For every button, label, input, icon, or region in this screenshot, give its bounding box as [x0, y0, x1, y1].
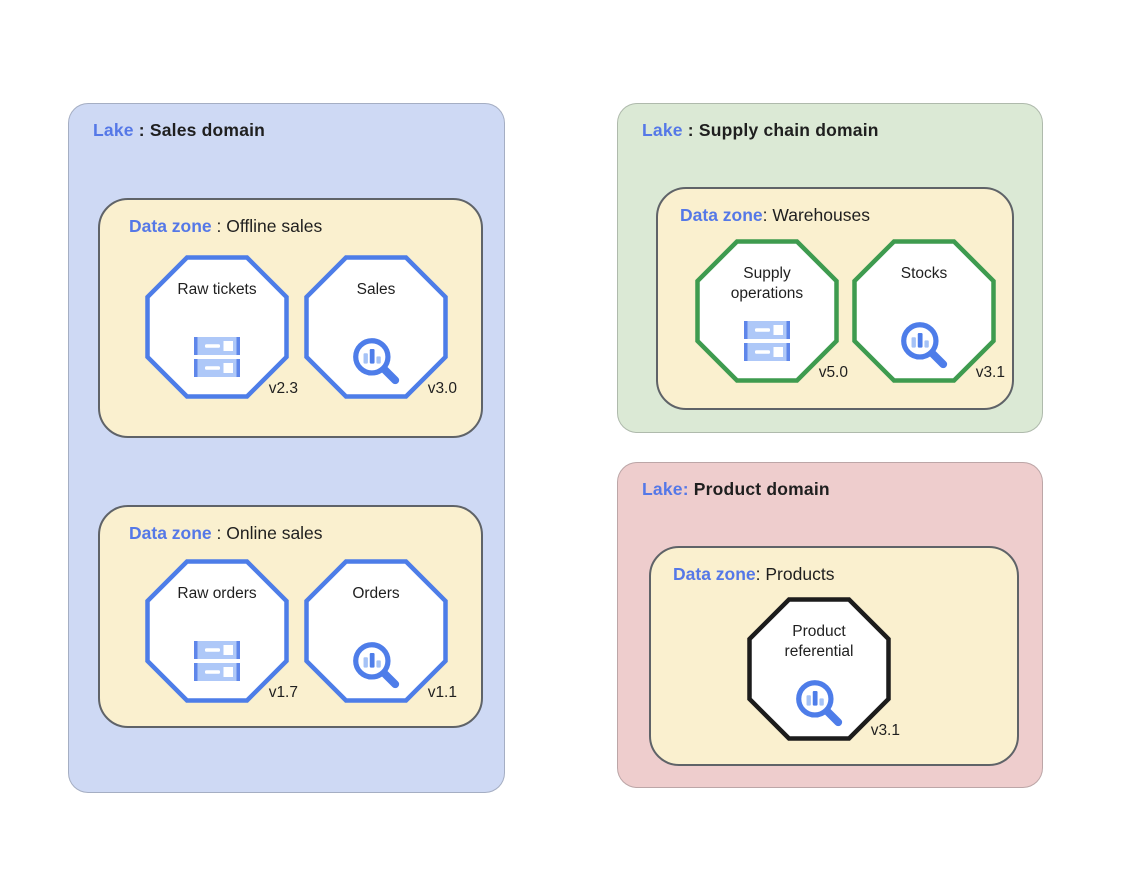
asset-name: Raw tickets	[177, 281, 257, 298]
lake-product-title: Lake: Product domain	[642, 479, 830, 500]
data-zone-label: Data zone	[129, 216, 212, 236]
search-analytics-icon	[350, 335, 402, 392]
asset-version: v1.7	[268, 684, 298, 701]
asset-raw-tickets: Raw tickets	[145, 255, 298, 399]
zone-offline-title: Data zone : Offline sales	[129, 216, 322, 237]
octagon-border	[304, 255, 448, 399]
storage-server-icon	[194, 337, 240, 382]
data-zone-label: Data zone	[129, 523, 212, 543]
octagon-outline	[145, 559, 289, 703]
data-zone-label: Data zone	[680, 205, 763, 225]
octagon-outline	[695, 239, 839, 383]
octagon-outline	[747, 597, 891, 741]
octagon-outline	[145, 255, 289, 399]
asset-name: Orders	[352, 585, 400, 602]
octagon-outline	[304, 255, 448, 399]
asset-version: v2.3	[268, 380, 298, 397]
asset-name: Raw orders	[177, 585, 257, 602]
octagon-outline	[304, 559, 448, 703]
lake-label: Lake	[642, 120, 683, 140]
asset-version: v5.0	[818, 364, 848, 381]
zone-warehouses-title: Data zone: Warehouses	[680, 205, 870, 226]
asset-name: Supply operations	[730, 265, 804, 303]
asset-raw-orders: Raw orders	[145, 559, 298, 703]
asset-sales: Sales v3.0	[304, 255, 457, 399]
octagon-border	[695, 239, 839, 383]
asset-supply-operations: Supply operations	[695, 239, 848, 383]
lake-sales-title: Lake : Sales domain	[93, 120, 265, 141]
asset-version: v3.0	[427, 380, 457, 397]
search-analytics-icon	[350, 639, 402, 696]
lake-label: Lake:	[642, 479, 689, 499]
lake-supply-title: Lake : Supply chain domain	[642, 120, 879, 141]
data-zone-label: Data zone	[673, 564, 756, 584]
data-zone-products: Data zone: Products Product referential …	[649, 546, 1019, 766]
data-zone-online-sales: Data zone : Online sales Raw orders	[98, 505, 483, 728]
asset-version: v3.1	[975, 364, 1005, 381]
asset-name: Stocks	[900, 265, 948, 282]
octagon-border	[145, 559, 289, 703]
zone-name: : Products	[755, 564, 835, 584]
asset-name: Product referential	[784, 623, 854, 661]
lake-label: Lake	[93, 120, 134, 140]
lake-sales-domain: Lake : Sales domain Data zone : Offline …	[68, 103, 505, 793]
data-zone-warehouses: Data zone: Warehouses Supply operations	[656, 187, 1014, 410]
asset-orders: Orders v1.1	[304, 559, 457, 703]
asset-version: v1.1	[427, 684, 457, 701]
octagon-border	[145, 255, 289, 399]
lake-name: Product domain	[688, 479, 830, 499]
data-zone-offline-sales: Data zone : Offline sales Raw tickets	[98, 198, 483, 438]
search-analytics-icon	[793, 677, 845, 734]
asset-version: v3.1	[870, 722, 900, 739]
lake-name: : Supply chain domain	[682, 120, 879, 140]
asset-name: Sales	[356, 281, 396, 298]
asset-stocks: Stocks v3.1	[852, 239, 1005, 383]
zone-online-title: Data zone : Online sales	[129, 523, 323, 544]
lake-name: : Sales domain	[133, 120, 266, 140]
octagon-border	[852, 239, 996, 383]
zone-name: : Online sales	[211, 523, 323, 543]
octagon-border	[304, 559, 448, 703]
zone-name: : Warehouses	[762, 205, 870, 225]
lake-product-domain: Lake: Product domain Data zone: Products…	[617, 462, 1043, 788]
storage-server-icon	[194, 641, 240, 686]
zone-name: : Offline sales	[211, 216, 323, 236]
lake-supply-chain-domain: Lake : Supply chain domain Data zone: Wa…	[617, 103, 1043, 433]
zone-products-title: Data zone: Products	[673, 564, 834, 585]
asset-product-referential: Product referential v3.1	[747, 597, 900, 741]
octagon-border	[747, 597, 891, 741]
storage-server-icon	[744, 321, 790, 366]
search-analytics-icon	[898, 319, 950, 376]
octagon-outline	[852, 239, 996, 383]
